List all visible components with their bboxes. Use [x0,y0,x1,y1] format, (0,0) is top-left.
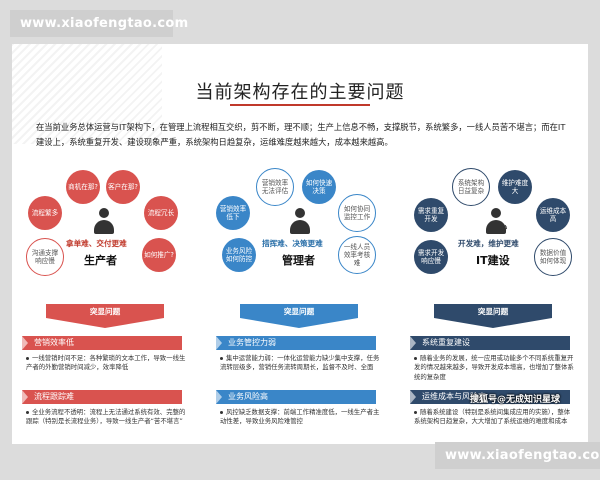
issue-column: 突显问题 营销效率低 一线营销时间不足：各种繁琐的文本工作，导致一线生产者的外勤… [18,304,188,444]
person-icon [92,208,116,236]
hub-role: 管理者 [282,254,315,267]
hub-role: IT建设 [476,254,510,267]
issue-heading: 系统重复建设 [410,336,570,350]
intro-paragraph: 在当前业务总体运营与IT架构下，在管理上流程相互交织，剪不断，理不顺；生产上信息… [36,122,566,147]
issue-heading: 流程跟踪难 [22,390,182,404]
gear-person-icon: ⚙ [484,208,508,236]
slide: 当前架构存在的主要问题 在当前业务总体运营与IT架构下，在管理上流程相互交织，剪… [12,44,588,444]
bubble: 系统架构日益复杂 [452,168,490,206]
bubble: 如何推广? [142,238,176,272]
title-underline [230,104,370,106]
bubble: 沟通支撑响应慢 [26,238,64,276]
bubble: 维护难度大 [498,170,532,204]
page-title: 当前架构存在的主要问题 [195,82,405,103]
bubble: 一线人员效率考核难 [338,236,376,274]
issue-heading: 业务管控力弱 [216,336,376,350]
hub-row: 商机在那? 客户在那? 流程繁多 流程冗长 沟通支撑响应慢 如何推广? 拿单难、… [12,168,588,310]
bubble: 如何快速决策 [302,170,336,204]
hub-caption: 拿单难、交付更难 [66,239,127,248]
hub-manager: 营销效率无法评估 如何快速决策 营销效率低下 如何协同监控工作 业务风险如何防控… [212,168,384,310]
issue-column: 突显问题 系统重复建设 随着业务的发展，统一应用或功能多个不同系统重复开发的情况… [406,304,576,444]
chevron-down-icon [434,304,552,328]
issue-heading: 营销效率低 [22,336,182,350]
source-stamp: 搜狐号@无成知识星球 [470,395,561,405]
watermark-top: www.xiaofengtao.com [10,10,188,37]
chevron-label: 突显问题 [89,307,121,316]
issue-description: 一线营销时间不足：各种繁琐的文本工作，导致一线生产者的外勤营销时间减少，效率降低 [26,354,186,372]
hub-caption: 措挥难、决策更难 [262,239,323,248]
bubble: 如何协同监控工作 [338,194,376,232]
bubble: 需求开发响应慢 [414,240,448,274]
hub-role: 生产者 [84,254,117,267]
bubble: 需求重复开发 [414,198,448,232]
issue-description: 随着系统建设（特别是系统间集成应用的实施），整体系统架构日趋复杂，大大增加了系统… [414,408,571,426]
bubble: 客户在那? [106,170,140,204]
hub-producer: 商机在那? 客户在那? 流程繁多 流程冗长 沟通支撑响应慢 如何推广? 拿单难、… [18,170,190,310]
bubble: 流程繁多 [28,196,62,230]
bubble: 商机在那? [66,170,100,204]
corner-stripes [12,44,162,144]
issue-column: 突显问题 业务管控力弱 集中运营能力弱：一体化运营能力缺少集中支撑，任务流转层级… [212,304,382,444]
chevron-down-icon [46,304,164,328]
issue-description: 风控缺乏数据支撑：前端工作精准度低，一线生产者主动性差，导致业务风险难管控 [220,408,380,426]
issue-heading: 业务风险高 [216,390,376,404]
hub-it: 系统架构日益复杂 维护难度大 需求重复开发 运维成本高 需求开发响应慢 数据价值… [406,168,578,310]
chevron-label: 突显问题 [477,307,509,316]
watermark-bottom: www.xiaofengtao.com [435,442,600,469]
bubble: 营销效率低下 [216,196,250,230]
chevron-label: 突显问题 [283,307,315,316]
bubble: 流程冗长 [144,196,178,230]
issue-heading: 运维成本与风险高 [410,390,570,404]
issue-description: 全业务流程不透明：流程上无法通过系统有效、完整的跟踪（特别是长流程业务），导致一… [26,408,186,426]
bubble: 业务风险如何防控 [222,238,256,272]
issue-columns: 突显问题 营销效率低 一线营销时间不足：各种繁琐的文本工作，导致一线生产者的外勤… [12,304,588,444]
person-icon [288,208,312,236]
issue-description: 集中运营能力弱：一体化运营能力缺少集中支撑，任务流转层级多，营销任务流转周期长，… [220,354,380,372]
bubble: 营销效率无法评估 [256,168,294,206]
chevron-down-icon [240,304,358,328]
bubble: 数据价值如何体现 [534,238,572,276]
issue-description: 随着业务的发展，统一应用或功能多个不同系统重复开发的情况越来越多，导致开发成本增… [414,354,574,381]
bubble: 运维成本高 [536,198,570,232]
hub-caption: 开发难，维护更难 [458,239,519,248]
